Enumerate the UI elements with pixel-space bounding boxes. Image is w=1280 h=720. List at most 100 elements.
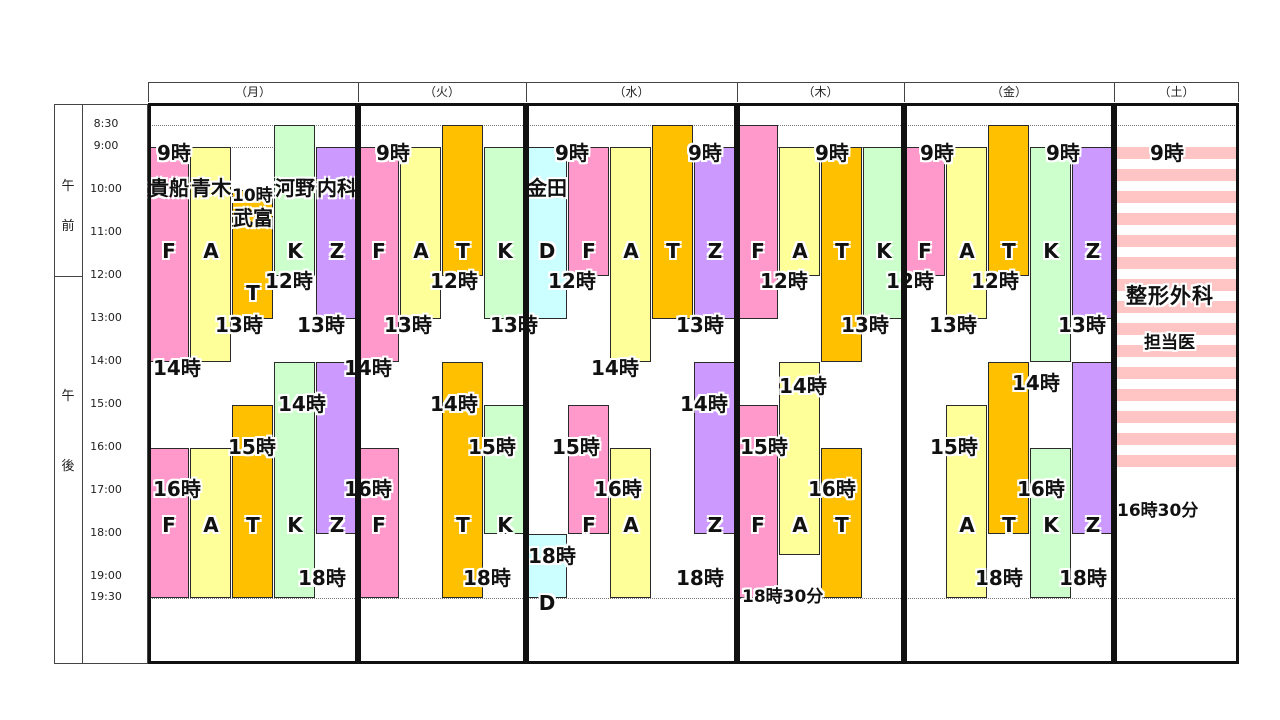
time-label: 9時: [157, 141, 191, 165]
doctor-code-K: K: [876, 239, 892, 263]
time-label: 13時: [215, 313, 263, 337]
doctor-code-Z: Z: [1085, 513, 1101, 537]
doctor-code-T: T: [246, 281, 260, 305]
header-divider: [737, 82, 738, 102]
doctor-code-T: T: [1002, 513, 1016, 537]
time-tick-label: 19:30: [90, 590, 122, 603]
day-header: （火）: [423, 85, 460, 99]
time-label: 18時: [676, 566, 724, 590]
guide-line: [148, 598, 1239, 599]
time-label: 13時: [929, 313, 977, 337]
shift-block-D: [526, 533, 567, 598]
time-label: 12時: [430, 269, 478, 293]
time-label: 14時: [278, 392, 326, 416]
shift-block-Z: [1072, 146, 1113, 319]
doctor-code-F: F: [162, 513, 176, 537]
time-label: 9時: [555, 141, 589, 165]
header-divider: [1114, 82, 1115, 102]
saturday-orthopedics-block: [1117, 146, 1236, 469]
shift-block-T: [442, 125, 483, 276]
shift-block-A: [190, 146, 231, 362]
period-label: 午: [61, 179, 75, 194]
shift-block-T: [442, 361, 483, 598]
doctor-code-F: F: [582, 513, 596, 537]
time-tick-label: 8:30: [93, 117, 119, 130]
time-label: 14時: [344, 356, 392, 380]
time-label: 13時: [297, 313, 345, 337]
shift-block-F: [148, 447, 189, 598]
header-divider: [904, 82, 905, 102]
doctor-code-T: T: [835, 513, 849, 537]
shift-block-Z: [694, 361, 735, 534]
guide-line: [148, 146, 1239, 148]
shift-block-T: [652, 125, 693, 319]
time-tick-label: 11:00: [90, 224, 122, 238]
period-label: 午: [61, 389, 75, 404]
doctor-code-K: K: [1043, 513, 1059, 537]
shift-block-T: [821, 146, 862, 362]
shift-block-F: [568, 404, 609, 534]
time-label: 13時: [1058, 313, 1106, 337]
time-label: 16時30分: [1117, 501, 1199, 521]
time-label: 18時: [1059, 566, 1107, 590]
shift-block-Z: [316, 361, 357, 534]
shift-block-Z: [316, 146, 357, 319]
doctor-name-A: 青木: [191, 176, 231, 200]
doctor-code-F: F: [582, 239, 596, 263]
time-label: 14時: [430, 392, 478, 416]
time-label: 9時: [1150, 141, 1184, 165]
time-label: 14時: [591, 356, 639, 380]
time-tick-label: 13:00: [90, 310, 122, 324]
period-label: 前: [61, 219, 75, 234]
doctor-code-Z: Z: [707, 239, 723, 263]
time-label: 12時: [548, 269, 596, 293]
doctor-code-T: T: [456, 239, 470, 263]
time-label: 9時: [815, 141, 849, 165]
doctor-code-F: F: [918, 239, 932, 263]
doctor-code-D: D: [538, 239, 556, 263]
time-tick-label: 10:00: [90, 181, 122, 195]
header-divider: [358, 82, 359, 102]
shift-block-D: [526, 146, 567, 319]
shift-block-K: [484, 404, 525, 534]
shift-block-F: [358, 146, 399, 362]
shift-block-A: [946, 404, 987, 598]
shift-block-T: [821, 447, 862, 598]
time-label: 12時: [886, 269, 934, 293]
time-label: 18時: [528, 544, 576, 568]
shift-block-K: [1030, 447, 1071, 598]
time-tick-label: 15:00: [90, 396, 122, 410]
time-tick-label: 18:00: [90, 525, 122, 539]
doctor-code-D: D: [538, 591, 556, 615]
shift-block-T: [232, 189, 273, 319]
doctor-code-K: K: [1043, 239, 1059, 263]
doctor-code-A: A: [203, 239, 219, 263]
shift-block-A: [946, 146, 987, 319]
doctor-name-K: 河野: [275, 176, 315, 200]
time-label: 16時: [594, 477, 642, 501]
time-label: 18時: [298, 566, 346, 590]
time-label: 12時: [971, 269, 1019, 293]
time-label: 13時: [490, 313, 538, 337]
day-header: （月）: [234, 85, 271, 99]
time-label: 16時: [153, 477, 201, 501]
time-label: 9時: [376, 141, 410, 165]
shift-block-K: [484, 146, 525, 319]
shift-block-A: [779, 146, 820, 276]
am-pm-divider: [54, 275, 82, 277]
shift-block-A: [190, 447, 231, 598]
time-label: 14時: [779, 374, 827, 398]
shift-block-T: [988, 361, 1029, 534]
shift-block-A: [610, 146, 651, 362]
time-label: 12時: [265, 269, 313, 293]
time-label: 9時: [920, 141, 954, 165]
shift-block-K: [274, 125, 315, 276]
time-tick-label: 12:00: [90, 267, 122, 281]
doctor-code-Z: Z: [329, 239, 345, 263]
time-label: 13時: [676, 313, 724, 337]
day-header: （水）: [613, 85, 650, 99]
doctor-name-Z: 内科: [317, 176, 357, 200]
doctor-code-A: A: [792, 239, 808, 263]
time-label: 10時: [232, 186, 273, 206]
